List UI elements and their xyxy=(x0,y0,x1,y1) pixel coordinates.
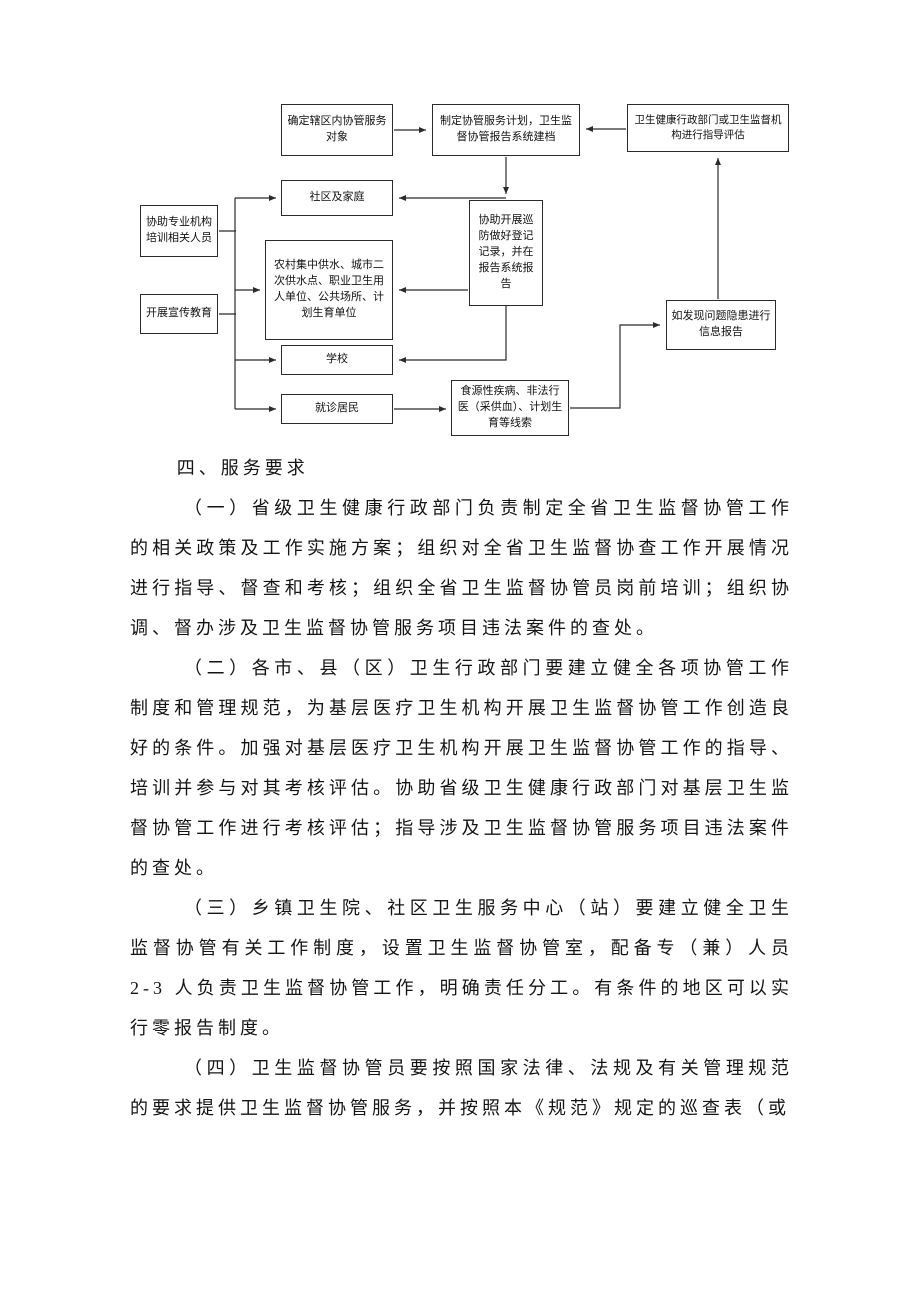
flowchart-box-patients: 就诊居民 xyxy=(281,394,393,424)
flowchart-connectors xyxy=(219,126,721,412)
flowchart-box-make-plan: 制定协管服务计划，卫生监督协管报告系统建档 xyxy=(432,104,580,156)
service-flowchart: 确定辖区内协管服务对象 制定协管服务计划，卫生监督协管报告系统建档 卫生健康行政… xyxy=(0,0,920,450)
flowchart-arrows xyxy=(219,126,721,412)
flowchart-box-publicity-education: 开展宣传教育 xyxy=(140,294,218,334)
flowchart-box-determine-targets: 确定辖区内协管服务对象 xyxy=(281,104,393,156)
flowchart-box-assist-training: 协助专业机构培训相关人员 xyxy=(140,205,218,257)
flowchart-box-water-workplaces: 农村集中供水、城市二次供水点、职业卫生用人单位、公共场所、计划生育单位 xyxy=(265,240,393,340)
section-heading: 四、服务要求 xyxy=(176,458,309,478)
paragraph-1: （一）省级卫生健康行政部门负责制定全省卫生监督协管工作的相关政策及工作实施方案；… xyxy=(130,498,793,638)
flowchart-box-guide-evaluate: 卫生健康行政部门或卫生监督机构进行指导评估 xyxy=(627,104,789,152)
document-body: 四、服务要求 （一）省级卫生健康行政部门负责制定全省卫生监督协管工作的相关政策及… xyxy=(130,448,793,1128)
paragraph-4: （四）卫生监督协管员要按照国家法律、法规及有关管理规范的要求提供卫生监督协管服务… xyxy=(130,1058,793,1118)
paragraph-3: （三）乡镇卫生院、社区卫生服务中心（站）要建立健全卫生监督协管有关工作制度，设置… xyxy=(130,898,793,1038)
flowchart-box-community-family: 社区及家庭 xyxy=(281,180,393,216)
flowchart-box-clues: 食源性疾病、非法行医（采供血）、计划生育等线索 xyxy=(451,380,569,436)
flowchart-box-school: 学校 xyxy=(281,345,393,375)
flowchart-box-report-problems: 如发现问题隐患进行信息报告 xyxy=(666,300,776,350)
flowchart-box-patrol-record-report: 协助开展巡防做好登记记录，并在报告系统报告 xyxy=(469,200,543,306)
paragraph-2: （二）各市、县（区）卫生行政部门要建立健全各项协管工作制度和管理规范，为基层医疗… xyxy=(130,658,793,878)
